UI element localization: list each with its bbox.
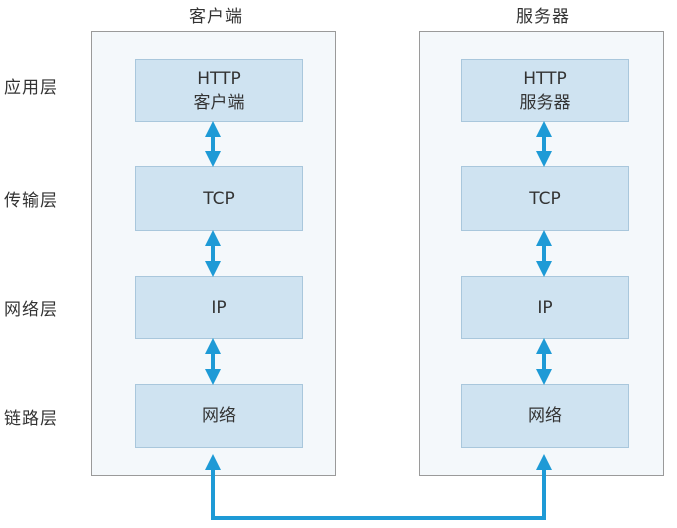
server-ip-box-label: IP (537, 297, 553, 318)
server-column-title: 服务器 (516, 7, 570, 27)
server-tcp-box: TCP (461, 166, 629, 231)
client-http-box: HTTP 客户端 (135, 59, 303, 122)
layer-label-transport: 传输层 (4, 191, 58, 211)
client-http-box-line1: HTTP (197, 68, 241, 89)
server-tcp-box-label: TCP (529, 188, 561, 209)
layer-label-network: 网络层 (4, 300, 58, 320)
network-connection-line (205, 454, 552, 520)
server-http-box: HTTP 服务器 (461, 59, 629, 122)
client-tcp-box-label: TCP (203, 188, 235, 209)
server-http-box-line2: 服务器 (519, 92, 571, 113)
client-ip-box: IP (135, 276, 303, 339)
client-http-box-line2: 客户端 (193, 92, 245, 113)
client-network-box: 网络 (135, 384, 303, 448)
server-network-box: 网络 (461, 384, 629, 448)
server-network-box-label: 网络 (528, 406, 562, 426)
client-column-title: 客户端 (189, 7, 243, 27)
client-network-box-label: 网络 (202, 406, 236, 426)
server-http-box-line1: HTTP (523, 68, 567, 89)
layer-label-application: 应用层 (4, 78, 58, 98)
layer-label-link: 链路层 (4, 409, 58, 429)
client-ip-box-label: IP (211, 297, 227, 318)
